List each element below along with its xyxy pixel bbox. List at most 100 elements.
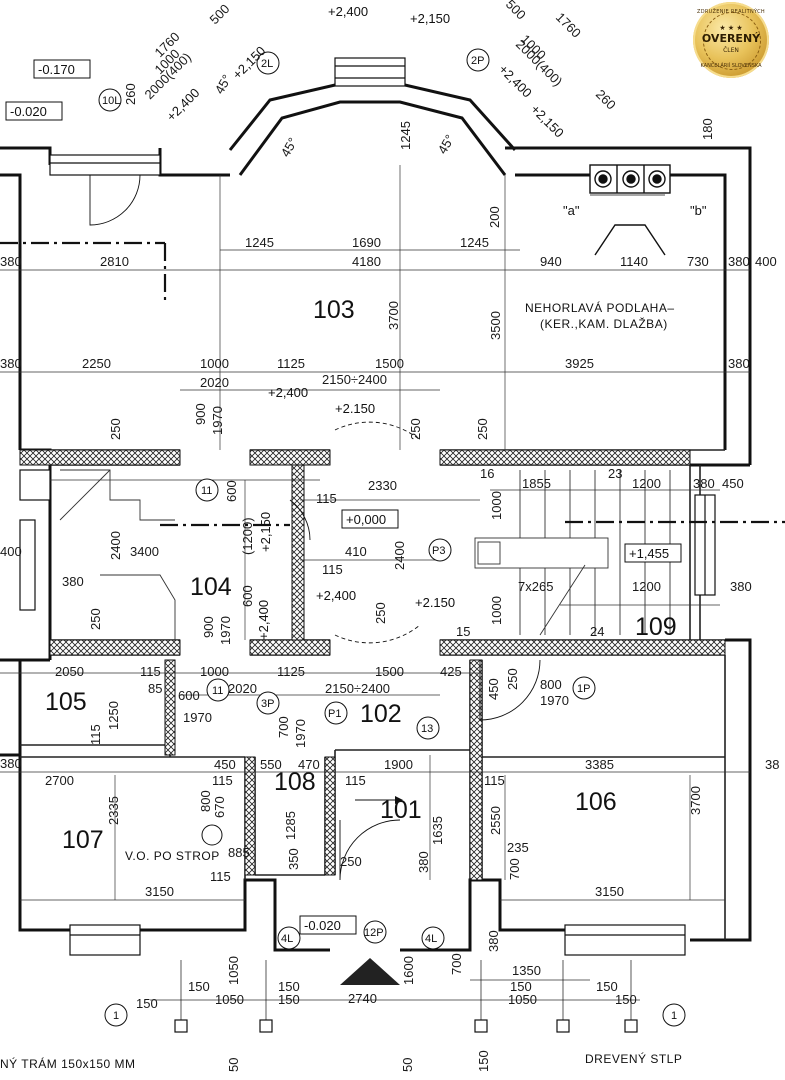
dim: 350: [286, 848, 301, 870]
dim: 1635: [430, 816, 445, 845]
dim: 150: [476, 1050, 491, 1072]
dim: 1200: [632, 476, 661, 491]
dim: 1245: [460, 235, 489, 250]
post-label: DREVENÝ STLP: [585, 1051, 682, 1066]
dim: 380: [693, 476, 715, 491]
vo-label: V.O. PO STROP: [125, 849, 220, 863]
level-p2150d: +2,150: [258, 512, 273, 552]
levels: -0.170 -0.020 +0,000 +1,455 -0.020 +2,40…: [10, 4, 669, 933]
dim: 1245: [398, 121, 413, 150]
dim: 3500: [488, 311, 503, 340]
dim: 250: [108, 418, 123, 440]
dim: 380: [62, 574, 84, 589]
floor-note-line2: (KER.,KAM. DLAŽBA): [540, 316, 668, 331]
room-104: 104: [190, 573, 232, 601]
dim: 250: [88, 608, 103, 630]
dim: 380: [486, 930, 501, 952]
dim: 1250: [106, 701, 121, 730]
dim: 115: [316, 491, 337, 506]
room-105: 105: [45, 688, 87, 716]
tag-11b: 11: [212, 685, 223, 697]
dim: 23: [608, 466, 622, 481]
dim: 260: [593, 87, 619, 113]
dim: 115: [140, 664, 161, 679]
dim: 800: [540, 677, 562, 692]
level-p2400a: +2,400: [328, 4, 368, 19]
dim: 2400: [108, 531, 123, 560]
dim: 2550: [488, 806, 503, 835]
dim: 600: [240, 585, 255, 607]
dim: 1050: [215, 992, 244, 1007]
dim: 1050: [508, 992, 537, 1007]
dim: 380: [0, 356, 22, 371]
dim: 115: [88, 724, 103, 745]
dim: 700: [449, 953, 464, 975]
entrance-arrow: [340, 958, 400, 985]
dim: 2150÷2400: [325, 681, 390, 696]
dim: 700: [507, 858, 522, 880]
dim: 1500: [375, 356, 404, 371]
level-p2400f: +2,400: [496, 62, 535, 101]
tag-4La: 4L: [281, 933, 293, 945]
dim: 2250: [82, 356, 111, 371]
dim: 115: [322, 562, 343, 577]
dim: 380: [730, 579, 752, 594]
tag-4Lb: 4L: [425, 933, 437, 945]
dim: 1050: [226, 956, 241, 985]
dim: 885: [228, 845, 250, 860]
tag-3P: 3P: [261, 698, 274, 710]
dim: 250: [475, 418, 490, 440]
dim: 1970: [293, 719, 308, 748]
labels: NEHORLAVÁ PODLAHA– (KER.,KAM. DLAŽBA) V.…: [0, 203, 707, 1071]
dim: 45°: [435, 132, 458, 157]
dim: 380: [728, 254, 750, 269]
dim: 2810: [100, 254, 129, 269]
posts: [174, 960, 638, 1033]
dim: 7x265: [518, 579, 553, 594]
tag-12P: 12P: [364, 927, 384, 939]
dim: 150: [615, 992, 637, 1007]
dim: 4180: [352, 254, 381, 269]
dim: 150: [278, 979, 300, 994]
level-m0020a: -0.020: [10, 104, 47, 119]
dim: 380: [0, 254, 22, 269]
dim: 800: [198, 790, 213, 812]
dim: 1000: [200, 356, 229, 371]
tag-11a: 11: [201, 485, 212, 497]
dim: 150: [188, 979, 210, 994]
dim: 15: [456, 624, 470, 639]
dim: 2020: [200, 375, 229, 390]
tag-10L: 10L: [102, 95, 120, 107]
badge-ring: [703, 12, 761, 70]
dim: 115: [212, 773, 233, 788]
dim: 200: [487, 206, 502, 228]
level-p2400d: +2,400: [256, 600, 271, 640]
tags: 10L 2L 2P 11 11 P3 P1 13 1P 3P 4L 4L 12P…: [102, 55, 677, 1022]
dim: 2335: [106, 796, 121, 825]
beam-label: NÝ TRÁM 150x150 MM: [0, 1056, 136, 1071]
dim: 1690: [352, 235, 381, 250]
badge-sub-text: ČLEN: [723, 47, 739, 54]
level-m0020b: -0.020: [304, 918, 341, 933]
dim: 260: [123, 83, 138, 105]
badge-stars-icon: ★ ★ ★: [719, 24, 743, 32]
dim: 150: [596, 979, 618, 994]
dim: 2740: [348, 991, 377, 1006]
dim: 3700: [386, 301, 401, 330]
dim: 45°: [212, 72, 235, 97]
exterior-walls: [0, 83, 752, 952]
dim: 1600: [401, 956, 416, 985]
dim: 410: [345, 544, 367, 559]
dim: 600: [178, 688, 200, 703]
label-a: "a": [563, 203, 580, 218]
dim: 1855: [522, 476, 551, 491]
dim: 3385: [585, 757, 614, 772]
dim: 1350: [512, 963, 541, 978]
dim: 2020: [228, 681, 257, 696]
dim: 400: [755, 254, 777, 269]
dim: 450: [214, 757, 236, 772]
hatched-walls: [19, 449, 726, 881]
dim: 3400: [130, 544, 159, 559]
level-zero: +0,000: [346, 512, 386, 527]
dim: 250: [340, 854, 362, 869]
